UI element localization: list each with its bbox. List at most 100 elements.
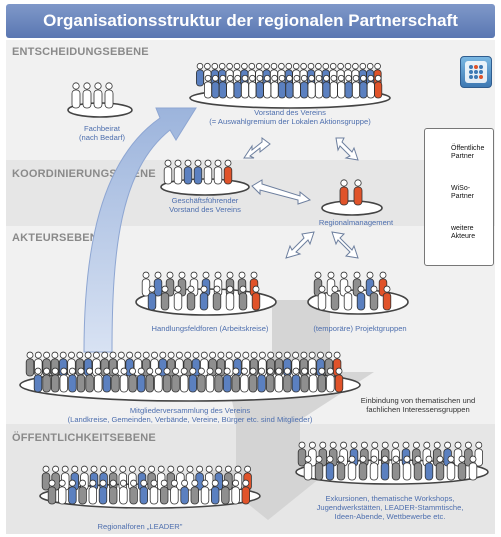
person-icon (382, 285, 392, 311)
person-icon (141, 271, 151, 297)
einbindung-line1: Einbindung von thematischen und (360, 396, 476, 405)
person-icon (111, 367, 120, 393)
vorstand-note: (= Auswahlgremium der Lokalen Aktionsgru… (209, 117, 371, 126)
person-icon (297, 441, 307, 467)
person-icon (391, 455, 401, 481)
person-icon (210, 479, 220, 505)
person-icon (128, 465, 137, 491)
fachbeirat-title: Fachbeirat (84, 124, 120, 133)
person-icon (139, 479, 148, 505)
person-icon (240, 367, 249, 393)
person-icon (213, 159, 223, 185)
person-icon (334, 367, 344, 393)
person-icon (200, 351, 209, 377)
person-icon (51, 367, 60, 393)
person-icon (352, 271, 362, 297)
person-icon (360, 441, 369, 467)
person-icon (314, 455, 324, 481)
caption-regionalmanagement: Regionalmanagement (296, 218, 416, 227)
exkursionen-line3: Ideen-Abende, Wettbewerbe etc. (334, 512, 446, 521)
person-icon (197, 367, 206, 393)
person-icon (374, 74, 383, 99)
page-title: Organisationsstruktur der regionalen Par… (43, 11, 458, 30)
person-icon (326, 367, 335, 393)
person-icon (170, 479, 179, 505)
person-icon (347, 455, 357, 481)
person-icon (474, 441, 483, 467)
person-icon (222, 367, 232, 393)
person-icon (380, 455, 390, 481)
person-icon (94, 367, 103, 393)
person-icon (402, 455, 412, 481)
projektgruppen-title: (temporäre) Projektgruppen (313, 324, 407, 333)
person-icon (102, 367, 111, 393)
person-icon (351, 74, 360, 99)
person-icon (221, 479, 230, 505)
person-icon (200, 479, 210, 505)
person-icon (303, 455, 313, 481)
person-icon (58, 479, 67, 505)
person-icon (251, 285, 261, 311)
person-icon (317, 367, 326, 393)
person-icon (119, 479, 128, 505)
vorstand-title: Vorstand des Vereins (254, 108, 326, 117)
person-icon (366, 74, 375, 99)
double-arrow-icon (335, 137, 359, 161)
person-icon (223, 159, 233, 185)
person-icon (171, 367, 180, 393)
einbindung-line2: fachlichen Interessensgruppen (366, 405, 470, 414)
caption-mitgliederversammlung: Mitgliederversammlung des Vereins (Landk… (30, 406, 350, 424)
person-icon (78, 479, 87, 505)
person-icon (129, 479, 138, 505)
person-icon (412, 441, 421, 467)
geschaeftsfuehrender-title: Geschäftsführender (171, 196, 239, 205)
person-icon (154, 367, 163, 393)
person-icon (248, 74, 257, 99)
person-icon (128, 367, 137, 393)
legend-weitere-l2: Akteure (451, 233, 476, 240)
person-icon (76, 367, 86, 393)
person-icon (343, 285, 353, 311)
person-icon (240, 74, 249, 99)
caption-fachbeirat: Fachbeirat (nach Bedarf) (52, 124, 152, 142)
person-icon (163, 159, 173, 185)
person-icon (195, 465, 204, 491)
person-icon (413, 455, 423, 481)
person-icon (212, 285, 222, 311)
person-icon (82, 82, 92, 109)
person-icon (177, 271, 187, 297)
person-icon (339, 271, 349, 297)
person-icon (337, 74, 346, 99)
person-icon (185, 465, 195, 491)
person-icon (225, 285, 235, 311)
person-icon (300, 74, 309, 99)
person-icon (237, 271, 247, 297)
person-icon (241, 479, 250, 505)
person-icon (213, 271, 223, 297)
person-icon (233, 74, 242, 99)
person-icon (464, 441, 473, 467)
person-icon (314, 74, 323, 99)
person-icon (162, 367, 172, 393)
person-icon (292, 74, 301, 99)
person-icon (238, 285, 248, 311)
person-icon (457, 455, 467, 481)
person-icon (147, 285, 157, 311)
person-icon (339, 179, 349, 206)
level-label-entscheidung: ENTSCHEIDUNGSEBENE (12, 46, 149, 58)
double-arrow-icon (331, 231, 359, 259)
legend-weitere-l1: weitere (451, 225, 474, 232)
caption-einbindung: Einbindung von thematischen und fachlich… (338, 396, 498, 414)
person-icon (176, 465, 185, 491)
band-koordinierung (6, 160, 495, 226)
person-icon (180, 479, 189, 505)
person-icon (59, 367, 68, 393)
person-icon (68, 367, 77, 393)
legend-oeffentliche-l2: Partner (451, 153, 474, 160)
person-icon (257, 367, 266, 393)
person-icon (277, 74, 286, 99)
legend: Öffentliche Partner WiSo- Partner weiter… (424, 128, 494, 266)
person-icon (356, 285, 366, 311)
